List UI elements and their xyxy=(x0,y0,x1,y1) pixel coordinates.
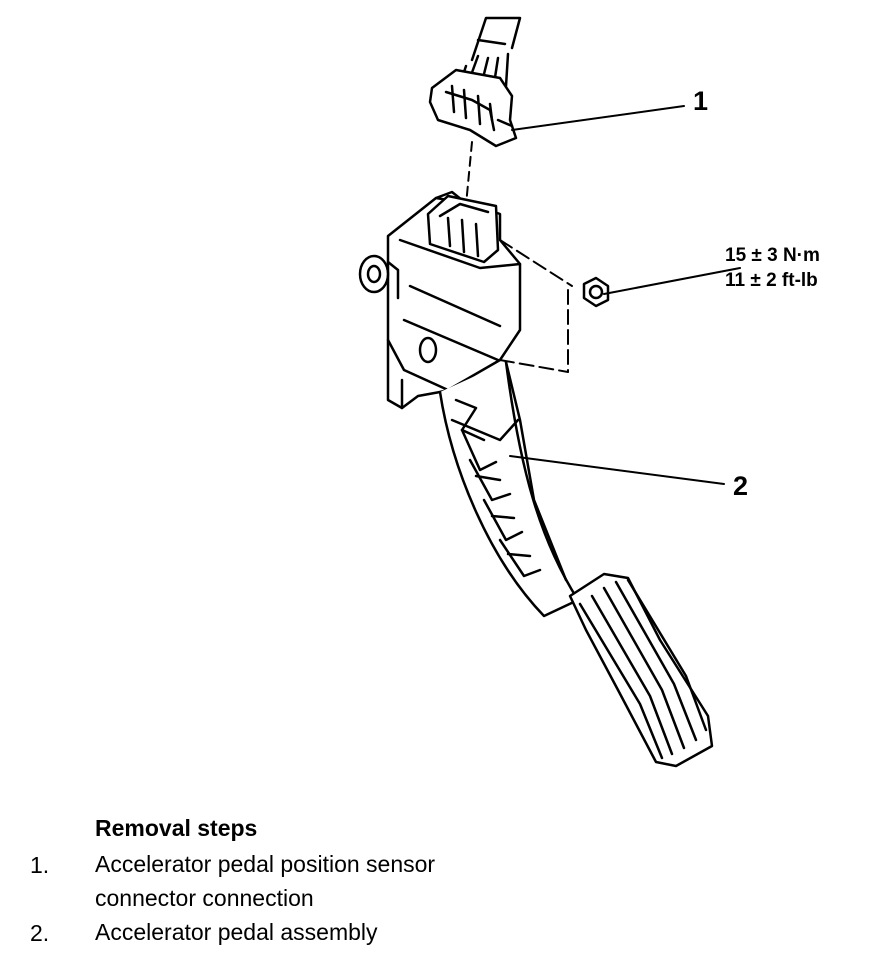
torque-imperial: 11 ± 2 ft-lb xyxy=(725,270,818,291)
pedal-sensor-housing xyxy=(358,190,522,392)
leader-line-1 xyxy=(511,105,685,131)
mounting-nut xyxy=(582,276,610,308)
leader-line-torque xyxy=(603,267,741,295)
torque-metric: 15 ± 3 N·m xyxy=(725,245,820,266)
step-number: 1. xyxy=(30,852,50,878)
step-text-line: Accelerator pedal assembly xyxy=(95,919,378,945)
bracket-projection xyxy=(499,239,573,373)
step-text-line: connector connection xyxy=(95,885,314,911)
step-number: 2. xyxy=(30,920,50,946)
callout-1: 1 xyxy=(693,86,709,116)
torque-spec: 15 ± 3 N·m 11 ± 2 ft-lb xyxy=(725,243,820,293)
removal-steps-title: Removal steps xyxy=(95,815,258,841)
callout-2: 2 xyxy=(733,471,749,501)
pedal-arm xyxy=(438,360,580,618)
pedal-pad xyxy=(568,572,714,768)
alignment-line xyxy=(465,141,473,206)
step-text-line: Accelerator pedal position sensor xyxy=(95,851,436,877)
accelerator-pedal-illustration xyxy=(358,16,741,768)
sensor-connector xyxy=(428,68,518,148)
leader-line-2 xyxy=(509,455,725,485)
